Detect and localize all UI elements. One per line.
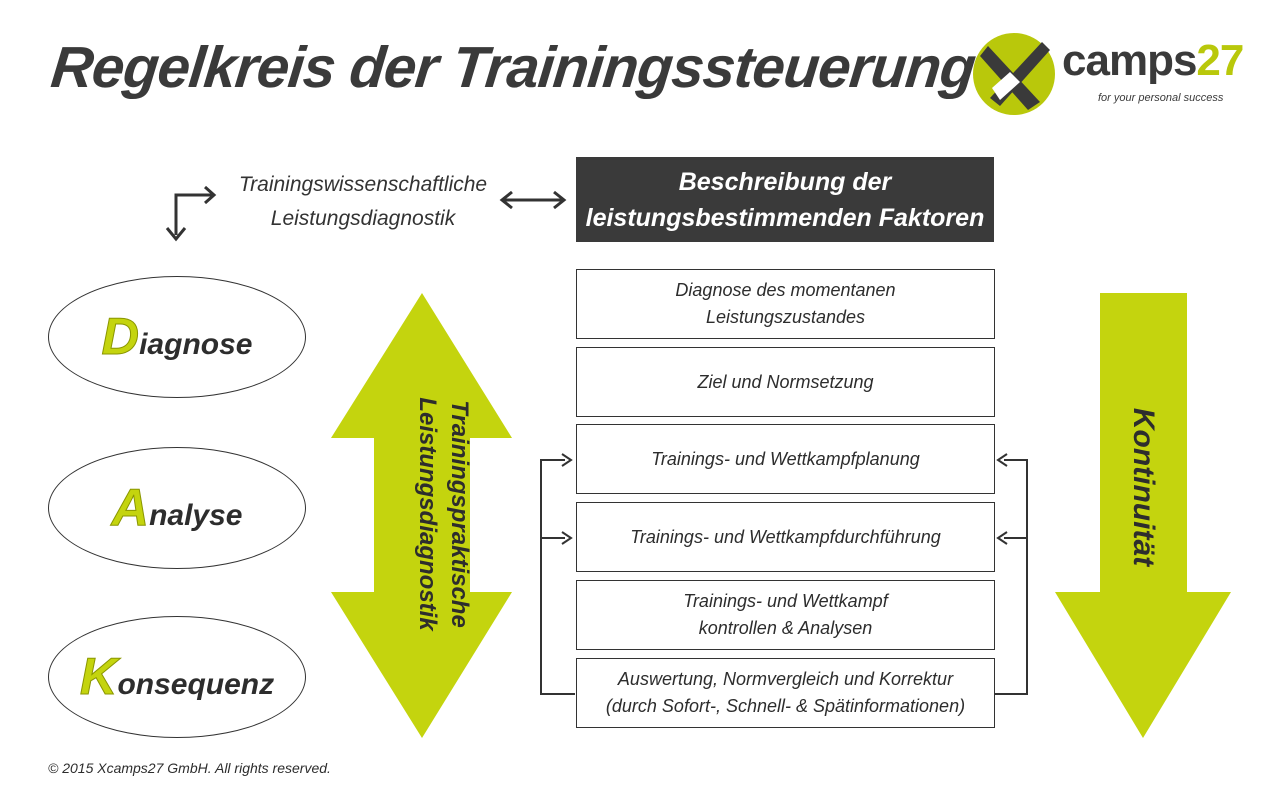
logo-wordmark-number: 27: [1196, 36, 1244, 85]
top-left-label: Trainingswissenschaftliche Leistungsdiag…: [218, 168, 508, 236]
down-arrow-label: Kontinuität: [1127, 407, 1160, 567]
ellipse-rest: onsequenz: [117, 668, 275, 701]
logo-wordmark-prefix: camps: [1062, 36, 1197, 85]
top-left-label-line2: Leistungsdiagnostik: [270, 207, 456, 230]
step-line1: Auswertung, Normvergleich und Korrektur: [617, 669, 954, 689]
step-line2: Leistungszustandes: [705, 307, 866, 327]
down-arrow-shape: [1055, 293, 1231, 738]
copyright-footer: © 2015 Xcamps27 GmbH. All rights reserve…: [48, 760, 331, 776]
step-box: Ziel und Normsetzung: [576, 347, 995, 417]
ellipse-initial: K: [79, 648, 118, 707]
ellipse-initial: A: [111, 479, 150, 538]
ellipse-initial: D: [101, 308, 140, 367]
logo-wordmark: camps27: [1062, 36, 1244, 86]
step-box: Diagnose des momentanen Leistungszustand…: [576, 269, 995, 339]
step-box: Auswertung, Normvergleich und Korrektur …: [576, 658, 995, 728]
step-box: Trainings- und Wettkampfdurchführung: [576, 502, 995, 572]
double-arrow-label-line2: Leistungsdiagnostik: [414, 397, 441, 631]
logo-tagline: for your personal success: [1098, 92, 1224, 104]
step-box: Trainings- und Wettkampf kontrollen & An…: [576, 580, 995, 650]
top-left-label-line1: Trainingswissenschaftliche: [238, 173, 488, 196]
step-line1: Trainings- und Wettkampfdurchführung: [630, 526, 941, 547]
step-box: Trainings- und Wettkampfplanung: [576, 424, 995, 494]
header-box-line1: Beschreibung der: [678, 167, 892, 196]
step-line1: Ziel und Normsetzung: [697, 371, 874, 392]
step-line2: kontrollen & Analysen: [698, 618, 873, 638]
step-line2: (durch Sofort-, Schnell- & Spätinformati…: [605, 696, 966, 716]
left-feedback-loop: [540, 453, 575, 695]
double-headed-arrow-icon: [499, 190, 567, 210]
step-line1: Trainings- und Wettkampfplanung: [651, 448, 920, 469]
double-arrow-shape: [331, 293, 512, 738]
step-line1: Trainings- und Wettkampf: [683, 591, 888, 611]
brand-logo: camps27 for your personal success: [970, 28, 1244, 120]
right-feedback-loop: [995, 453, 1028, 695]
header-box: Beschreibung der leistungsbestimmenden F…: [576, 157, 994, 242]
bent-arrow-icon: [165, 185, 217, 242]
double-arrow-label-line1: Trainingspraktische: [446, 400, 473, 628]
ellipse-rest: nalyse: [149, 499, 243, 532]
ellipse-rest: iagnose: [139, 328, 253, 361]
step-line1: Diagnose des momentanen: [675, 280, 896, 300]
logo-x-icon: [973, 33, 1055, 115]
header-box-line2: leistungsbestimmenden Faktoren: [585, 203, 985, 232]
